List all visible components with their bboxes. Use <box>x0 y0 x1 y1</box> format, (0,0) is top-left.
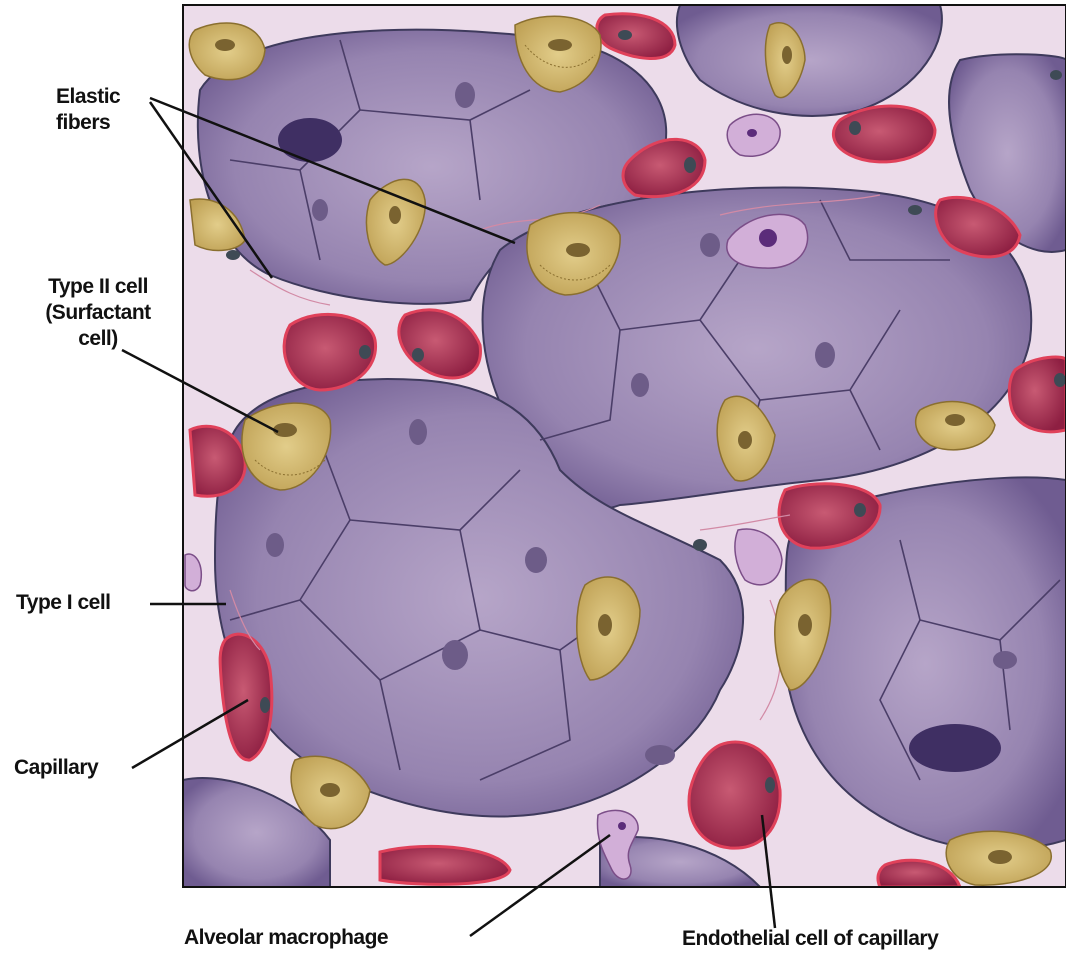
label-type2-cell-line1: Type II cell <box>28 274 168 300</box>
label-endothelial-cell: Endothelial cell of capillary <box>682 926 938 952</box>
label-alveolar-macrophage: Alveolar macrophage <box>184 925 388 951</box>
label-capillary: Capillary <box>14 755 98 781</box>
label-type2-cell-line3: cell) <box>28 326 168 352</box>
label-elastic-fibers: Elastic fibers <box>56 84 120 136</box>
label-type2-cell-line2: (Surfactant <box>28 300 168 326</box>
label-elastic-fibers-line2: fibers <box>56 110 120 136</box>
label-elastic-fibers-line1: Elastic <box>56 84 120 110</box>
label-type1-cell: Type I cell <box>16 590 111 616</box>
label-type2-cell: Type II cell (Surfactant cell) <box>28 274 168 352</box>
alveolar-illustration <box>183 5 1066 887</box>
